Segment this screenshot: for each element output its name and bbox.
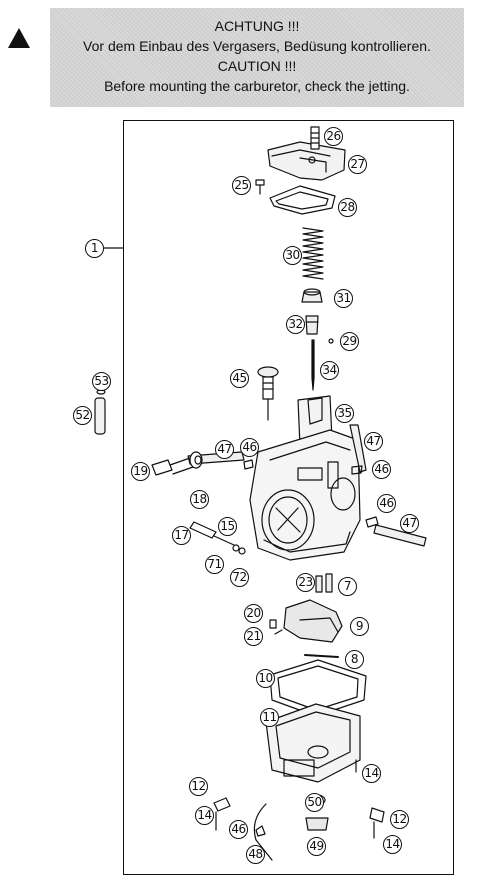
float-bowl-gasket-part [269, 659, 367, 717]
accelerator-pump-part [283, 599, 343, 643]
callout-72: 72 [230, 568, 249, 587]
callout-46c: 46 [377, 494, 396, 513]
needle-holder-part [305, 315, 319, 335]
callout-71: 71 [205, 555, 224, 574]
callout-46a: 46 [240, 438, 259, 457]
callout-47a: 47 [215, 440, 234, 459]
idle-adjust-screw-part [151, 457, 194, 476]
drain-plug-49 [305, 817, 329, 831]
cable-adjuster-part [310, 126, 320, 150]
float-bowl-part [265, 703, 361, 783]
callout-20: 20 [244, 604, 263, 623]
warning-heading-en: CAUTION !!! [217, 58, 297, 74]
overflow-hose-48 [253, 803, 273, 861]
caution-banner: ACHTUNG !!! Vor dem Einbau des Vergasers… [50, 8, 464, 107]
callout-21: 21 [244, 627, 263, 646]
bushing-52 [94, 397, 106, 435]
o-ring-72 [238, 547, 246, 555]
callout-14b: 14 [195, 806, 214, 825]
pilot-screw-part [189, 521, 217, 539]
callout-12a: 12 [189, 777, 208, 796]
carburetor-body-part [249, 429, 361, 561]
callout-11: 11 [260, 708, 279, 727]
callout-18: 18 [190, 490, 209, 509]
callout-26: 26 [324, 127, 343, 146]
callout-46d: 46 [229, 820, 248, 839]
callout-47c: 47 [400, 514, 419, 533]
callout-49: 49 [307, 837, 326, 856]
throttle-spring-part [302, 227, 324, 280]
callout-19: 19 [131, 462, 150, 481]
callout-35: 35 [335, 404, 354, 423]
callout-17: 17 [172, 526, 191, 545]
cover-gasket-part [269, 185, 336, 215]
needle-clip-part [328, 338, 334, 344]
warning-text-en: Before mounting the carburetor, check th… [104, 78, 410, 94]
callout-46b: 46 [372, 460, 391, 479]
callout-12b: 12 [390, 810, 409, 829]
pump-rod-part [304, 654, 339, 658]
callout-53: 53 [92, 372, 111, 391]
callout-50: 50 [305, 793, 324, 812]
assembly-frame [123, 120, 454, 875]
callout-52: 52 [73, 406, 92, 425]
callout-30: 30 [283, 246, 302, 265]
needle-clip-holder-part [301, 288, 323, 303]
callout-8: 8 [345, 650, 364, 669]
cover-screw-part [255, 179, 265, 195]
warning-text-de: Vor dem Einbau des Vergasers, Bedüsung k… [83, 38, 431, 54]
callout-10: 10 [256, 669, 275, 688]
air-screw-assembly-part [257, 366, 279, 421]
pump-screw-part [274, 629, 283, 635]
callout-25: 25 [232, 176, 251, 195]
callout-48: 48 [246, 845, 265, 864]
callout-28: 28 [338, 198, 357, 217]
callout-31: 31 [334, 289, 353, 308]
washer-71 [232, 544, 240, 552]
pilot-jet-part [315, 575, 323, 593]
callout-29: 29 [340, 332, 359, 351]
vent-hose-right-part [373, 524, 427, 547]
callout-9: 9 [350, 617, 369, 636]
bracket-right-part [369, 807, 385, 823]
callout-14a: 14 [362, 764, 381, 783]
top-cover-part [267, 141, 346, 181]
callout-27: 27 [348, 155, 367, 174]
pilot-spring-part [213, 535, 235, 546]
callout-7: 7 [338, 577, 357, 596]
hose-clip-a [243, 459, 254, 470]
vent-hose-top-part [349, 424, 367, 473]
callout-15: 15 [218, 517, 237, 536]
hose-clip-d [255, 825, 266, 837]
callout-34: 34 [320, 361, 339, 380]
callout-45: 45 [230, 369, 249, 388]
callout-23: 23 [296, 573, 315, 592]
hose-clip-c [365, 516, 379, 528]
warning-heading-de: ACHTUNG !!! [214, 18, 300, 34]
callout-47b: 47 [364, 432, 383, 451]
hose-clip-b [351, 465, 363, 475]
callout-14c: 14 [383, 835, 402, 854]
pump-jet-part [269, 619, 277, 629]
adjust-spring-part [189, 451, 203, 469]
jet-needle-part [311, 339, 315, 391]
warning-triangle-icon [8, 28, 30, 48]
callout-1: 1 [85, 239, 104, 258]
bracket-left-part [213, 797, 231, 812]
callout-32: 32 [286, 315, 305, 334]
main-jet-part [325, 573, 333, 593]
